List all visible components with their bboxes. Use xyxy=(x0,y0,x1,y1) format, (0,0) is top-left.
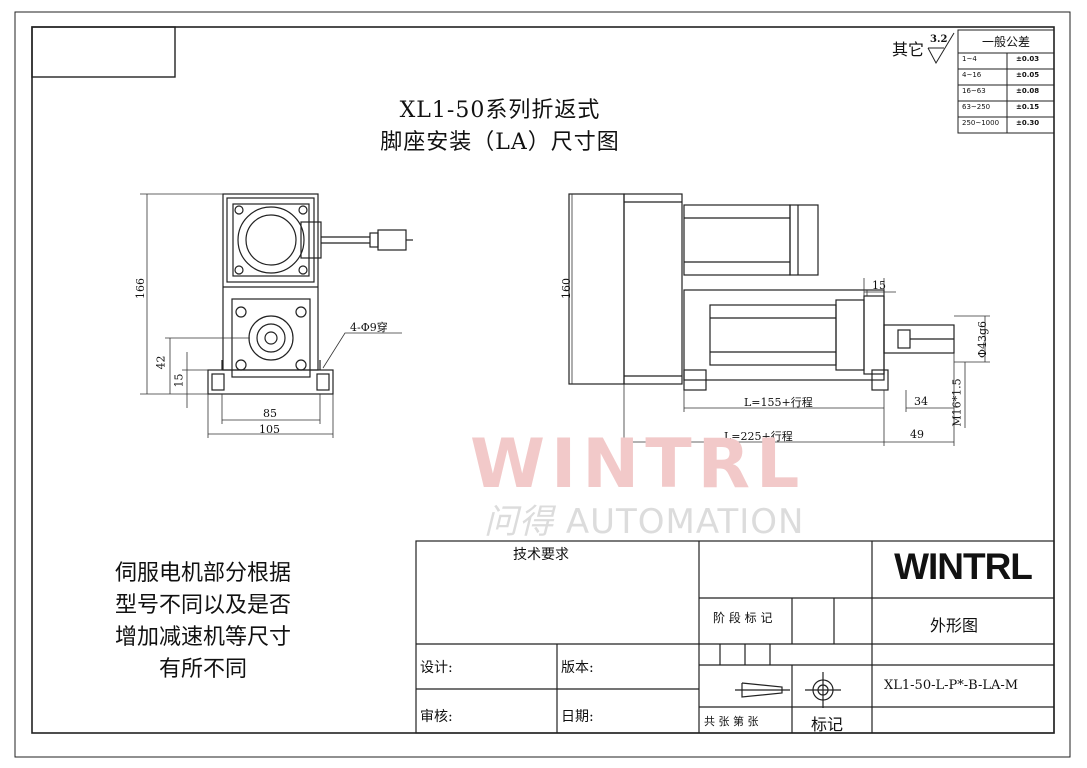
left-view xyxy=(207,193,413,395)
drawing-name: 外形图 xyxy=(930,616,979,635)
dim-15-left: 15 xyxy=(172,373,186,388)
watermark-cn: 问得 xyxy=(484,502,554,542)
tech-requirements-label: 技术要求 xyxy=(513,547,569,563)
note-line: 型号不同以及是否 xyxy=(114,593,291,618)
dim-105: 105 xyxy=(259,423,280,436)
right-view xyxy=(568,193,955,391)
dim-85: 85 xyxy=(263,407,277,420)
version-label: 版本: xyxy=(561,660,594,676)
tolerance-range: 16~63 xyxy=(962,87,986,95)
tolerance-value: ±0.03 xyxy=(1016,55,1040,63)
tolerance-range: 250~1000 xyxy=(962,119,1000,127)
drawing-title-line2: 脚座安装（LA）尺寸图 xyxy=(380,130,620,155)
dim-hole: 4-Φ9穿 xyxy=(350,321,388,334)
dim-l225: L=225+行程 xyxy=(724,430,793,443)
review-label: 审核: xyxy=(420,709,453,725)
date-label: 日期: xyxy=(561,709,594,725)
dim-l155: L=155+行程 xyxy=(744,396,813,409)
note-line: 有所不同 xyxy=(158,657,247,682)
tolerance-value: ±0.08 xyxy=(1016,87,1040,95)
tolerance-range: 63~250 xyxy=(962,103,991,111)
dim-42: 42 xyxy=(154,355,168,370)
left-view-dimensions xyxy=(140,193,402,438)
tolerance-range: 1~4 xyxy=(962,55,977,63)
dim-thread: M16*1.5 xyxy=(950,378,964,427)
dim-34: 34 xyxy=(914,395,928,408)
watermark-automation: AUTOMATION xyxy=(565,502,805,542)
dim-15-right: 15 xyxy=(872,279,886,292)
dim-49: 49 xyxy=(910,428,924,441)
note-line: 伺服电机部分根据 xyxy=(114,561,291,586)
dim-shaft: Φ43g6 xyxy=(976,320,990,359)
tolerance-header: 一般公差 xyxy=(981,35,1030,49)
drawing-title-line1: XL1-50系列折返式 xyxy=(399,98,601,123)
mark-label: 标记 xyxy=(811,715,844,734)
stage-mark-label: 阶 段 标 记 xyxy=(713,611,773,625)
design-label: 设计: xyxy=(420,660,453,676)
outer-border xyxy=(14,11,1071,758)
sheet-count-label: 共 张 第 张 xyxy=(704,715,759,728)
tolerance-value: ±0.05 xyxy=(1016,71,1040,79)
dim-166: 166 xyxy=(134,278,147,299)
tolerance-value: ±0.30 xyxy=(1016,119,1040,127)
title-block xyxy=(415,540,1055,734)
corner-box xyxy=(31,26,176,78)
watermark-sub: 问得 AUTOMATION xyxy=(484,494,804,543)
tolerance-table xyxy=(957,29,1055,134)
tolerance-range: 4~16 xyxy=(962,71,982,79)
tolerance-value: ±0.15 xyxy=(1016,103,1040,111)
watermark-brand: WINTRL xyxy=(470,425,806,504)
note-line: 增加减速机等尺寸 xyxy=(114,625,291,650)
part-number: XL1-50-L-P*-B-LA-M xyxy=(884,678,1019,693)
roughness-label: 其它 xyxy=(892,40,925,59)
dim-160: 160 xyxy=(560,278,573,299)
roughness-value: 3.2 xyxy=(930,34,948,45)
right-view-dimensions xyxy=(571,194,990,446)
brand-logo-text: WINTRL xyxy=(894,546,1033,587)
roughness-symbol xyxy=(927,32,955,65)
servo-note: 伺服电机部分根据 型号不同以及是否 增加减速机等尺寸 有所不同 xyxy=(88,558,318,686)
